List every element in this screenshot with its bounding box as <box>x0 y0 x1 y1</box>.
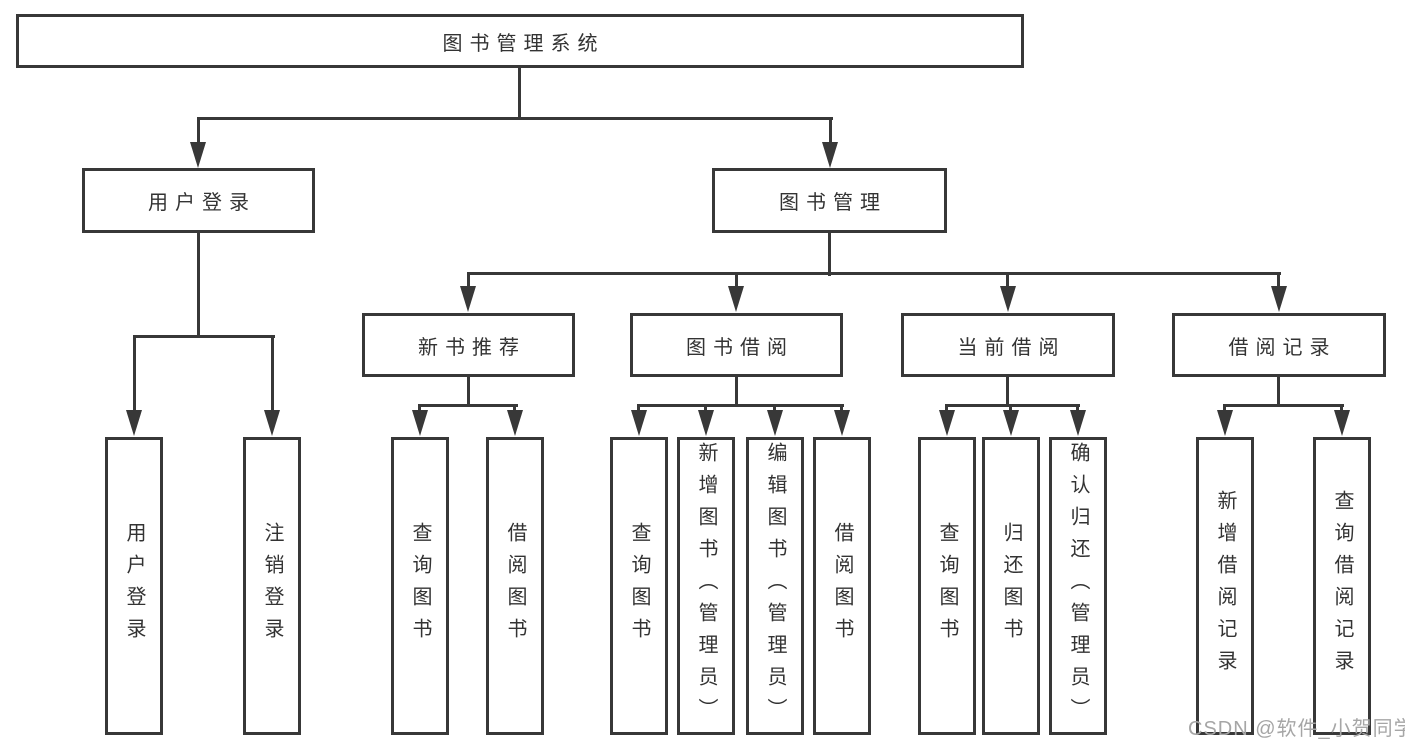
leaf-label: 编辑图书（管理员） <box>764 442 786 730</box>
connector-line <box>1009 404 1012 413</box>
connector-line <box>467 374 470 406</box>
leaf-query-borrow-record: 查询借阅记录 <box>1313 437 1371 735</box>
connector-line <box>418 404 518 407</box>
arrow-down-icon <box>264 410 280 436</box>
connector-line <box>1076 404 1079 413</box>
arrow-down-icon <box>631 410 647 436</box>
connector-line <box>945 404 948 413</box>
connector-line <box>197 117 833 120</box>
arrow-down-icon <box>507 410 523 436</box>
leaf-label: 借阅图书 <box>831 522 853 650</box>
arrow-down-icon <box>1334 410 1350 436</box>
leaf-label: 新增图书（管理员） <box>695 442 717 730</box>
connector-line <box>513 404 516 413</box>
leaf-label: 确认归还（管理员） <box>1067 442 1089 730</box>
leaf-add-borrow-record: 新增借阅记录 <box>1196 437 1254 735</box>
connector-line <box>1277 272 1280 289</box>
arrow-down-icon <box>412 410 428 436</box>
leaf-label: 用户登录 <box>123 522 145 650</box>
connector-line <box>1223 404 1344 407</box>
arrow-down-icon <box>190 142 206 168</box>
node-borrow-records: 借阅记录 <box>1172 313 1386 377</box>
arrow-down-icon <box>126 410 142 436</box>
leaf-borrow-books-recommend: 借阅图书 <box>486 437 544 735</box>
node-label: 借阅记录 <box>1228 336 1337 359</box>
connector-line <box>704 404 707 413</box>
arrow-down-icon <box>728 286 744 312</box>
node-book-management: 图书管理 <box>712 168 947 233</box>
connector-line <box>1006 272 1009 289</box>
connector-line <box>197 117 200 145</box>
leaf-query-books-borrow: 查询图书 <box>610 437 668 735</box>
arrow-down-icon <box>1000 286 1016 312</box>
arrow-down-icon <box>834 410 850 436</box>
leaf-add-book-admin: 新增图书（管理员） <box>677 437 735 735</box>
connector-line <box>197 231 200 338</box>
node-user-login: 用户登录 <box>82 168 315 233</box>
connector-line <box>271 335 274 413</box>
connector-line <box>637 404 844 407</box>
arrow-down-icon <box>460 286 476 312</box>
arrow-down-icon <box>1217 410 1233 436</box>
leaf-label: 查询图书 <box>936 522 958 650</box>
connector-line <box>735 374 738 406</box>
connector-line <box>1277 374 1280 406</box>
node-library-management-system: 图书管理系统 <box>16 14 1024 68</box>
connector-line <box>773 404 776 413</box>
leaf-label: 查询图书 <box>409 522 431 650</box>
node-label: 图书借阅 <box>686 336 794 359</box>
leaf-label: 借阅图书 <box>504 522 526 650</box>
node-current-borrow: 当前借阅 <box>901 313 1115 377</box>
leaf-label: 查询借阅记录 <box>1331 490 1353 682</box>
arrow-down-icon <box>1070 410 1086 436</box>
leaf-user-login: 用户登录 <box>105 437 163 735</box>
leaf-label: 归还图书 <box>1000 522 1022 650</box>
leaf-logout: 注销登录 <box>243 437 301 735</box>
leaf-label: 查询图书 <box>628 522 650 650</box>
node-label: 图书管理 <box>779 192 887 214</box>
arrow-down-icon <box>1003 410 1019 436</box>
connector-line <box>637 404 640 413</box>
csdn-watermark: CSDN @软件_小贺同学 <box>1188 718 1405 740</box>
arrow-down-icon <box>939 410 955 436</box>
leaf-query-books-current: 查询图书 <box>918 437 976 735</box>
connector-line <box>467 272 1281 275</box>
arrow-down-icon <box>822 142 838 168</box>
connector-line <box>1223 404 1226 413</box>
leaf-confirm-return-admin: 确认归还（管理员） <box>1049 437 1107 735</box>
connector-line <box>829 117 832 145</box>
connector-line <box>133 335 136 413</box>
connector-line <box>945 404 1080 407</box>
connector-line <box>828 231 831 276</box>
connector-line <box>735 272 738 289</box>
arrow-down-icon <box>698 410 714 436</box>
connector-line <box>840 404 843 413</box>
node-label: 新书推荐 <box>418 336 526 359</box>
connector-line <box>418 404 421 413</box>
connector-line <box>518 66 521 120</box>
connector-line <box>467 272 470 289</box>
connector-line <box>1340 404 1343 413</box>
node-new-book-recommend: 新书推荐 <box>362 313 575 377</box>
arrow-down-icon <box>1271 286 1287 312</box>
node-label: 当前借阅 <box>957 336 1066 359</box>
leaf-borrow-books: 借阅图书 <box>813 437 871 735</box>
leaf-return-book: 归还图书 <box>982 437 1040 735</box>
leaf-edit-book-admin: 编辑图书（管理员） <box>746 437 804 735</box>
connector-line <box>1006 374 1009 406</box>
node-label: 用户登录 <box>148 192 256 214</box>
node-book-borrow: 图书借阅 <box>630 313 843 377</box>
arrow-down-icon <box>767 410 783 436</box>
leaf-query-books-recommend: 查询图书 <box>391 437 449 735</box>
node-label: 图书管理系统 <box>442 32 605 55</box>
leaf-label: 新增借阅记录 <box>1214 490 1236 682</box>
leaf-label: 注销登录 <box>261 522 283 650</box>
connector-line <box>133 335 275 338</box>
